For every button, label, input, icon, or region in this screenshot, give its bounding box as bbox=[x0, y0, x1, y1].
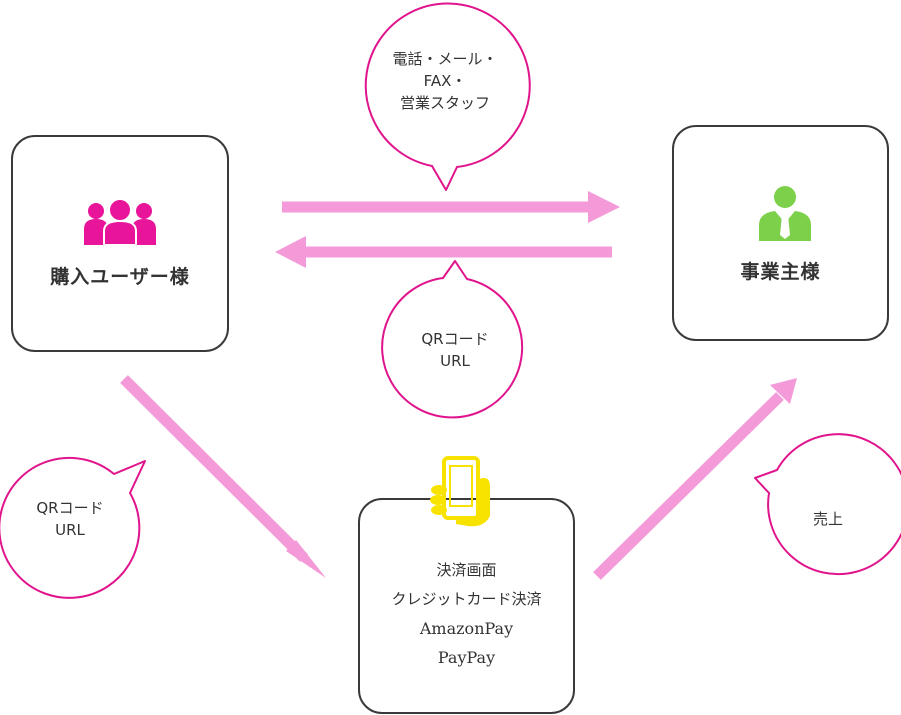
payment-line-amazonpay: AmazonPay bbox=[419, 619, 514, 638]
bubble-qr-top bbox=[381, 260, 524, 419]
buyer-box: 購入ユーザー様 bbox=[11, 135, 229, 352]
smartphone-hand-icon bbox=[430, 456, 490, 527]
bubble-qr-left bbox=[0, 456, 146, 599]
bubble-qr-top-line-1: QRコード bbox=[421, 330, 489, 348]
payment-line-paypay: PayPay bbox=[437, 648, 496, 667]
bubble-qr-top-text: QRコード URL bbox=[395, 328, 515, 372]
payment-line-credit: クレジットカード決済 bbox=[391, 590, 542, 608]
bubble-contact-line-1: 電話・メール・ bbox=[392, 50, 498, 68]
bubble-sales-text: 売上 bbox=[768, 508, 888, 530]
bubble-qr-left-text: QRコード URL bbox=[10, 497, 130, 541]
buyer-label: 購入ユーザー様 bbox=[50, 266, 190, 288]
payment-methods: 決済画面 クレジットカード決済 AmazonPay PayPay bbox=[360, 556, 573, 672]
bubble-sales bbox=[754, 433, 901, 576]
bubble-qr-left-line-2: URL bbox=[55, 521, 85, 539]
bubble-qr-left-line-1: QRコード bbox=[36, 499, 104, 517]
bubble-contact bbox=[364, 2, 531, 191]
business-label: 事業主様 bbox=[740, 261, 821, 283]
business-box: 事業主様 bbox=[672, 125, 889, 341]
arrow-buyer-to-payment bbox=[120, 375, 326, 578]
arrow-payment-to-business bbox=[593, 378, 797, 580]
bubble-sales-line-1: 売上 bbox=[812, 510, 843, 528]
payment-line-screen: 決済画面 bbox=[436, 561, 497, 579]
bubble-qr-top-line-2: URL bbox=[440, 352, 470, 370]
businessman-icon bbox=[759, 186, 811, 241]
arrow-buyer-to-business bbox=[282, 191, 620, 223]
payment-box: 決済画面 クレジットカード決済 AmazonPay PayPay bbox=[358, 498, 575, 714]
bubble-contact-line-2: FAX・ bbox=[423, 72, 467, 90]
people-icon bbox=[84, 199, 156, 245]
arrow-business-to-buyer bbox=[275, 236, 612, 268]
bubble-contact-line-3: 営業スタッフ bbox=[399, 94, 490, 112]
bubble-contact-text: 電話・メール・ FAX・ 営業スタッフ bbox=[360, 48, 530, 114]
